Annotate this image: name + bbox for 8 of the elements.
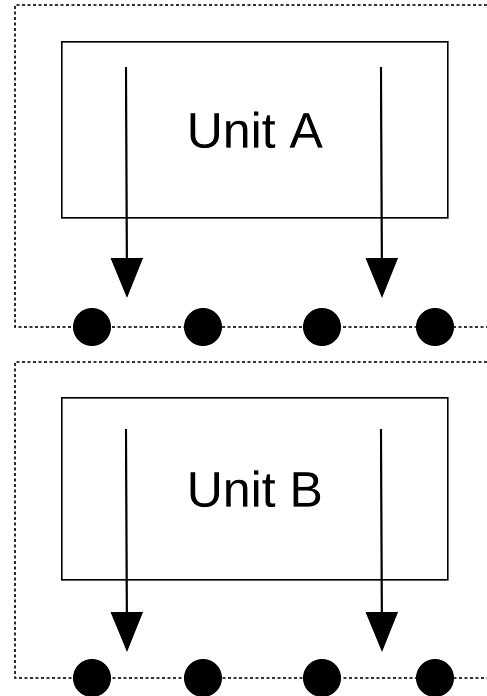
terminal-dot [73, 308, 111, 346]
unit-box: Unit A [61, 41, 449, 219]
terminal-dot [184, 308, 222, 346]
unit-box: Unit B [61, 397, 449, 581]
terminal-dot [416, 308, 454, 346]
dotted-frame [14, 4, 487, 328]
terminal-dot [303, 308, 341, 346]
dotted-frame [14, 361, 487, 679]
